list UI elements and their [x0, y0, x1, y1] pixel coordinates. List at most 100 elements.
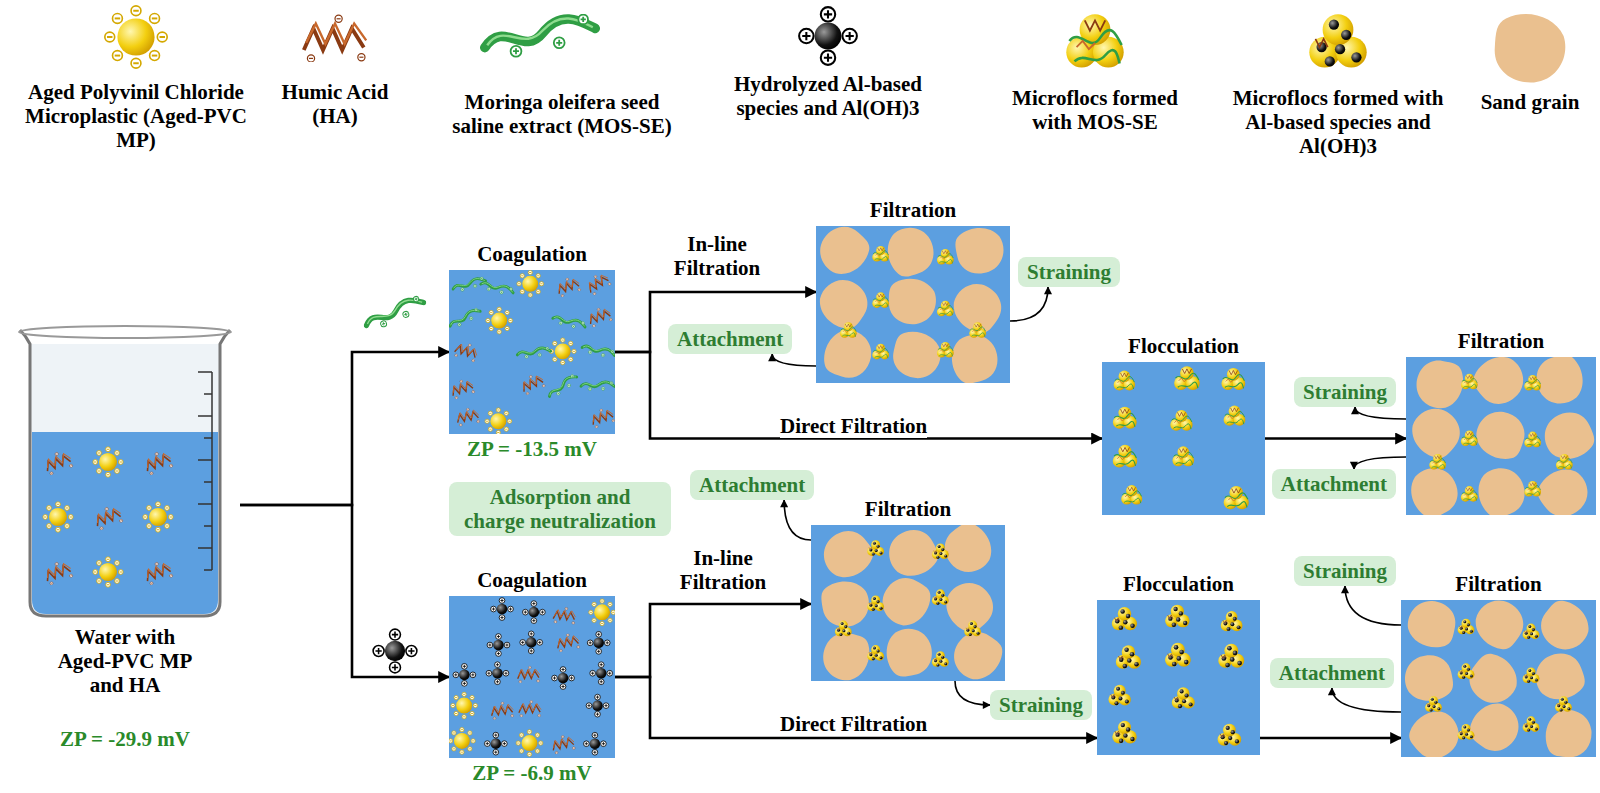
- mechanism-label: Straining: [1303, 380, 1387, 404]
- flocM-icon: [1113, 407, 1137, 429]
- callout-pill: Straining: [1294, 377, 1396, 407]
- step-title: Filtration: [776, 198, 1050, 222]
- ha-icon: [43, 559, 74, 586]
- ball-icon: [549, 338, 576, 365]
- mechanism-label: Attachment: [699, 473, 805, 497]
- flocA-icon: [867, 540, 884, 556]
- al-icon: [522, 601, 545, 624]
- legend-sample: [1054, 2, 1136, 84]
- sand-icon: [880, 226, 941, 282]
- flocA-icon: [964, 621, 981, 637]
- graduation-mark: [204, 525, 212, 527]
- sand-icon: [890, 329, 944, 381]
- flocM-icon: [937, 342, 954, 358]
- flocA-icon: [1218, 724, 1242, 746]
- sand-icon: [887, 277, 937, 326]
- legend-text: Microflocs formed with Al-based species …: [1228, 86, 1448, 158]
- mechanism-arrow: [784, 500, 811, 540]
- ha-icon: [304, 15, 366, 62]
- flow-arrow: [615, 604, 811, 677]
- legend-text: Aged Polyvinil Chloride Microplastic (Ag…: [21, 80, 251, 152]
- mechanism-arrow: [1354, 457, 1406, 469]
- graduation-mark: [204, 481, 212, 483]
- callout-pill: Straining: [990, 690, 1092, 720]
- legend-sample: [1490, 12, 1570, 84]
- flocA-icon: [932, 589, 949, 605]
- flocM-icon: [1461, 486, 1478, 502]
- al-icon: [590, 662, 613, 685]
- al-icon: [491, 598, 514, 621]
- flocA-icon: [1112, 607, 1137, 630]
- box-illustration: [1401, 600, 1596, 757]
- flocM-icon: [1556, 454, 1573, 470]
- ha-icon: [555, 632, 580, 652]
- box-illustration: [1097, 600, 1260, 755]
- flocM-icon: [872, 292, 889, 308]
- flocA-icon: [867, 596, 884, 612]
- ball-icon: [43, 502, 73, 532]
- graduation-mark: [198, 371, 212, 373]
- flow-arrow: [1260, 737, 1401, 740]
- mechanism-arrow: [772, 354, 816, 366]
- legend-text: Sand grain: [1465, 90, 1595, 114]
- callout-pill: Attachment: [1272, 469, 1396, 499]
- mechanism-arrow: [1355, 407, 1406, 419]
- step-title: Coagulation: [409, 568, 655, 592]
- flocA-icon: [1221, 611, 1243, 631]
- mechanism-arrow: [955, 681, 990, 705]
- route-label: In-line Filtration: [668, 546, 778, 594]
- ha-icon: [553, 606, 576, 624]
- al-icon: [487, 634, 510, 657]
- graduation-mark: [198, 503, 212, 505]
- sand-icon: [1467, 600, 1531, 656]
- mos-icon: [580, 376, 615, 394]
- process-box: CoagulationZP = -6.9 mV: [449, 596, 615, 758]
- ball-icon: [486, 307, 513, 334]
- ha-icon: [455, 406, 480, 426]
- route-label: Direct Filtration: [780, 712, 927, 736]
- ha-icon: [589, 406, 615, 429]
- process-box: Flocculation: [1102, 362, 1265, 515]
- flocA-icon: [1555, 696, 1572, 712]
- sand-icon: [951, 226, 1009, 279]
- ha-icon: [519, 372, 546, 396]
- step-title: Filtration: [771, 497, 1045, 521]
- step-title: Flocculation: [1057, 572, 1300, 596]
- mos-icon: [449, 307, 483, 328]
- sand-icon: [875, 571, 936, 633]
- flow-arrow: [240, 505, 449, 677]
- route-label: In-line Filtration: [662, 232, 772, 280]
- sand-icon: [816, 226, 876, 283]
- flocA-icon: [1218, 644, 1244, 668]
- sand-icon: [1533, 600, 1596, 658]
- flocA-icon: [835, 621, 852, 637]
- graduation-mark: [198, 415, 212, 417]
- ball-icon: [449, 728, 475, 755]
- mos-icon: [485, 15, 595, 57]
- ha-icon: [550, 733, 575, 754]
- legend-sample: [795, 3, 861, 69]
- mechanism-label: Straining: [1027, 260, 1111, 284]
- al-icon: [520, 631, 543, 654]
- process-box: Filtration: [811, 525, 1005, 681]
- flocM-icon: [1461, 374, 1478, 390]
- flocM-icon: [1461, 430, 1478, 446]
- mos-icon: [480, 275, 515, 300]
- legend-sample: [1297, 2, 1379, 84]
- flocM-icon: [1066, 14, 1123, 67]
- ha-icon: [555, 275, 581, 298]
- flocM-icon: [840, 322, 857, 338]
- legend-sample: [480, 14, 600, 62]
- callout-pill: Attachment: [1270, 658, 1394, 688]
- sand-icon: [881, 624, 937, 681]
- graduation-mark: [204, 393, 212, 395]
- flocM-icon: [937, 301, 954, 317]
- beaker-rim: [19, 326, 231, 338]
- zeta-potential: ZP = -29.9 mV: [10, 727, 240, 751]
- beaker-glass: [20, 330, 230, 616]
- flocA-icon: [1116, 645, 1141, 668]
- graduation-mark: [198, 459, 212, 461]
- sand-icon: [820, 630, 873, 681]
- sand-icon: [1463, 695, 1527, 757]
